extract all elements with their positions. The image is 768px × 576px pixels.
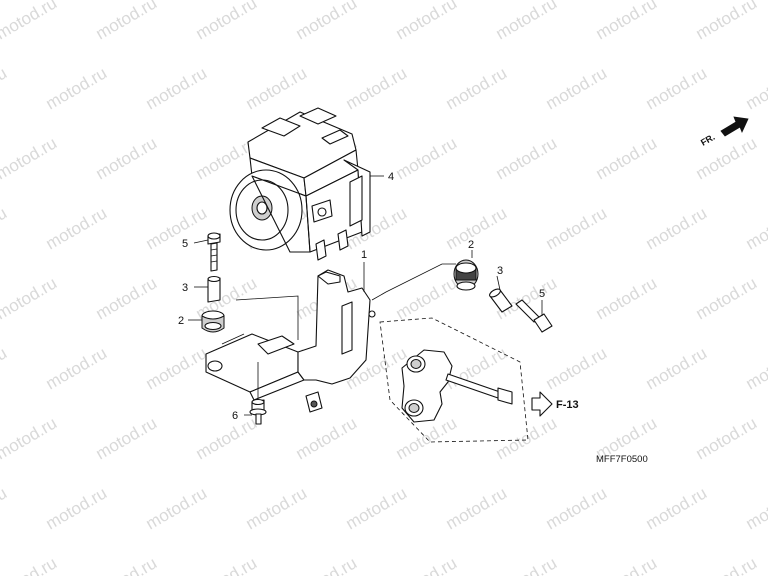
watermark-text: motod.ru	[493, 0, 561, 43]
watermark-text: motod.ru	[543, 63, 611, 113]
callout-grommet-left: 2	[178, 315, 184, 327]
watermark-text: motod.ru	[43, 63, 111, 113]
watermark-text: motod.ru	[0, 343, 10, 393]
watermark-text: motod.ru	[143, 343, 211, 393]
watermark-text: motod.ru	[443, 203, 511, 253]
watermark-text: motod.ru	[143, 203, 211, 253]
watermark-text: motod.ru	[543, 203, 611, 253]
collar-left	[207, 275, 221, 303]
callout-grommet-right: 2	[468, 239, 474, 251]
watermark-text: motod.ru	[393, 133, 461, 183]
watermark-text: motod.ru	[693, 273, 761, 323]
watermark-text: motod.ru	[743, 63, 768, 113]
callout-collar-left: 3	[182, 282, 188, 294]
watermark-text: motod.ru	[743, 343, 768, 393]
watermark-text: motod.ru	[0, 553, 60, 576]
watermark-text: motod.ru	[493, 133, 561, 183]
watermark-text: motod.ru	[193, 0, 261, 43]
abs-modulator-unit	[229, 107, 371, 261]
watermark-text: motod.ru	[193, 553, 261, 576]
watermark-text: motod.ru	[0, 203, 10, 253]
grommet-right	[453, 259, 479, 291]
watermark-text: motod.ru	[93, 413, 161, 463]
watermark-text: motod.ru	[493, 553, 561, 576]
bolt-right	[515, 299, 553, 333]
callout-flange-bolt: 6	[232, 410, 238, 422]
watermark-text: motod.ru	[543, 483, 611, 533]
watermark-text: motod.ru	[293, 553, 361, 576]
watermark-text: motod.ru	[93, 553, 161, 576]
watermark-text: motod.ru	[243, 63, 311, 113]
watermark-text: motod.ru	[0, 483, 10, 533]
watermark-text: motod.ru	[43, 483, 111, 533]
grommet-left	[201, 310, 225, 333]
watermark-text: motod.ru	[643, 63, 711, 113]
watermark-text: motod.ru	[0, 133, 60, 183]
watermark-text: motod.ru	[593, 0, 661, 43]
watermark-text: motod.ru	[293, 0, 361, 43]
collar-right	[489, 288, 513, 313]
watermark-text: motod.ru	[193, 413, 261, 463]
watermark-text: motod.ru	[143, 63, 211, 113]
watermark-text: motod.ru	[743, 203, 768, 253]
watermark-text: motod.ru	[643, 343, 711, 393]
watermark-text: motod.ru	[343, 63, 411, 113]
callout-bolt-left: 5	[182, 238, 188, 250]
callout-bracket: 1	[361, 249, 367, 261]
watermark-text: motod.ru	[293, 413, 361, 463]
front-label: FR.	[699, 132, 717, 148]
abs-bracket	[205, 269, 376, 413]
watermark-text: motod.ru	[343, 483, 411, 533]
watermark-text: motod.ru	[493, 413, 561, 463]
watermark-text: motod.ru	[43, 203, 111, 253]
watermark-text: motod.ru	[43, 343, 111, 393]
watermark-text: motod.ru	[93, 273, 161, 323]
watermark-text: motod.ru	[543, 343, 611, 393]
watermark-text: motod.ru	[393, 553, 461, 576]
watermark-text: motod.ru	[393, 0, 461, 43]
watermark-text: motod.ru	[643, 203, 711, 253]
watermark-text: motod.ru	[693, 0, 761, 43]
watermark-text: motod.ru	[643, 483, 711, 533]
watermark-text: motod.ru	[0, 413, 60, 463]
reference-detail-outline	[379, 317, 529, 443]
watermark-text: motod.ru	[443, 483, 511, 533]
watermark-text: motod.ru	[143, 483, 211, 533]
callout-abs-modulator: 4	[388, 171, 394, 183]
reference-label: F-13	[556, 399, 579, 411]
bolt-left	[207, 232, 221, 272]
watermark-text: motod.ru	[693, 553, 761, 576]
watermark-text: motod.ru	[693, 413, 761, 463]
watermark-text: motod.ru	[0, 0, 60, 43]
watermark-text: motod.ru	[593, 273, 661, 323]
reference-arrow-icon	[531, 391, 553, 417]
watermark-text: motod.ru	[0, 63, 10, 113]
watermark-text: motod.ru	[93, 133, 161, 183]
watermark-text: motod.ru	[243, 483, 311, 533]
callout-bolt-right: 5	[539, 288, 545, 300]
watermark-text: motod.ru	[593, 133, 661, 183]
watermark-text: motod.ru	[743, 483, 768, 533]
diagram-code: MFF7F0500	[596, 454, 648, 465]
watermark-text: motod.ru	[443, 63, 511, 113]
callout-collar-right: 3	[497, 265, 503, 277]
flange-bolt	[249, 398, 267, 425]
watermark-text: motod.ru	[593, 553, 661, 576]
watermark-text: motod.ru	[0, 273, 60, 323]
watermark-text: motod.ru	[93, 0, 161, 43]
reference-detail-part	[401, 349, 513, 423]
watermark-text: motod.ru	[393, 273, 461, 323]
front-arrow-icon	[720, 116, 749, 137]
